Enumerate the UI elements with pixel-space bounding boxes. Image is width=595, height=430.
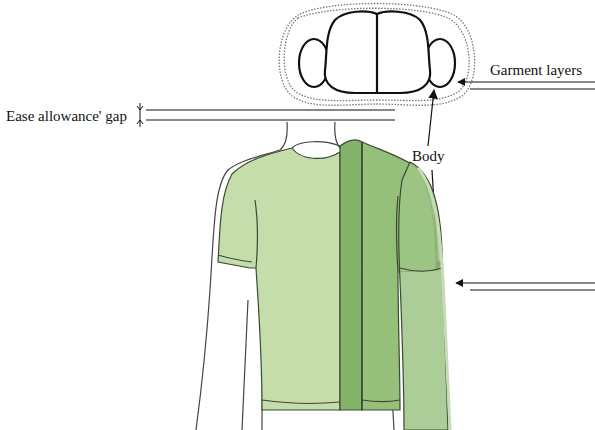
ease-label: Ease allowance' gap bbox=[6, 108, 127, 125]
garment-arrows bbox=[458, 82, 595, 89]
garment-label: Garment layers bbox=[490, 62, 582, 79]
body-section bbox=[299, 12, 455, 93]
garment-arrows-lower bbox=[456, 283, 595, 290]
body-label: Body bbox=[412, 148, 445, 165]
garment-section bbox=[279, 4, 474, 106]
garment-figure bbox=[218, 140, 450, 430]
ease-gap-marker bbox=[137, 103, 395, 127]
